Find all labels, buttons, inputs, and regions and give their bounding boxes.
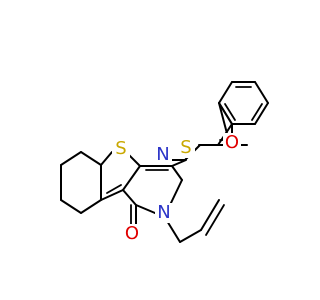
allyl-bond — [179, 229, 202, 243]
phenyl-double-bond — [251, 103, 263, 121]
molecule-canvas: S S N N O O — [60, 81, 269, 244]
thiophene-bond — [100, 189, 124, 201]
atom-label-oxygen-lactam: O — [125, 223, 139, 244]
phenyl-ring — [218, 81, 269, 125]
pyrimidine-bond — [122, 189, 137, 206]
atom-label-sulfur-thiophene: S — [115, 138, 126, 159]
phenyl-bond — [254, 102, 269, 125]
carbonyl-attachment-bond — [218, 102, 233, 125]
tricyclic-core — [60, 151, 225, 243]
pyrimidine-bond — [171, 165, 183, 181]
thiophene-bond — [122, 165, 141, 191]
cyclohexane-bond — [80, 199, 102, 214]
phenyl-double-bond — [224, 103, 236, 121]
atom-label-sulfur-thioether: S — [180, 137, 191, 158]
phenyl-bond — [218, 81, 233, 104]
cyclohexane-bond — [80, 151, 102, 166]
atom-labels: S S N N O O — [112, 132, 241, 244]
cyclohexane-bond — [60, 199, 82, 214]
pyrimidine-bond — [135, 204, 156, 214]
molecule-structure: S S N N O O — [60, 81, 269, 244]
pyrimidine-bond — [169, 179, 183, 206]
allyl-double-bond-inner — [205, 204, 225, 236]
atom-label-oxygen-ketone: O — [225, 132, 239, 153]
s-c2-bond — [171, 159, 187, 167]
cyclohexane-bond — [60, 151, 82, 166]
thiophene-double-bond — [106, 184, 122, 194]
atom-label-nitrogen-ring: N — [156, 144, 169, 165]
allyl-double-bond — [200, 199, 220, 231]
atom-label-nitrogen-allyl: N — [157, 202, 170, 223]
phenyl-bond — [254, 81, 269, 104]
thiophene-bond — [100, 151, 113, 166]
